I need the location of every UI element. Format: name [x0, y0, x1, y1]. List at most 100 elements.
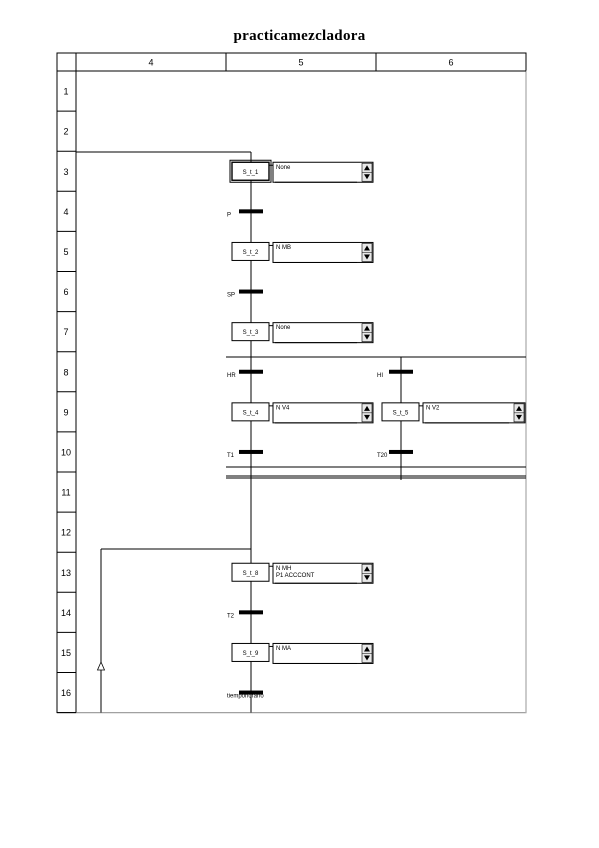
scroll-up-icon[interactable] [364, 165, 370, 171]
action-text: N V4 [276, 405, 290, 411]
action-scroll-control[interactable] [361, 243, 373, 262]
step-label: S_t_4 [243, 410, 259, 416]
transition-HI[interactable]: HI [377, 369, 413, 379]
scroll-down-icon[interactable] [364, 174, 370, 180]
transition-SP[interactable]: SP [227, 289, 263, 299]
step-S_t_5[interactable]: S_t_5 N V2 [381, 402, 526, 424]
step-label: S_t_9 [243, 651, 259, 657]
action-scroll-control[interactable] [361, 563, 373, 583]
step-S_t_9[interactable]: S_t_9 N MA [231, 642, 374, 664]
action-scroll-control[interactable] [361, 323, 373, 342]
scroll-up-icon[interactable] [364, 405, 370, 411]
transition-label: T2 [227, 613, 235, 619]
transition-bar [239, 449, 263, 454]
row-number-7: 7 [63, 327, 68, 337]
action-scroll-control[interactable] [361, 403, 373, 423]
action-scroll-control[interactable] [361, 644, 373, 663]
row-number-8: 8 [63, 367, 68, 377]
step-label: S_t_5 [393, 410, 409, 416]
step-S_t_1[interactable]: S_t_1 None [229, 159, 374, 183]
scroll-up-icon[interactable] [364, 325, 370, 331]
row-number-12: 12 [61, 528, 71, 538]
column-header-4: 4 [148, 58, 153, 68]
loop-two-arrow [96, 661, 106, 671]
transition-label: tiempohorario [227, 694, 264, 700]
step-S_t_2[interactable]: S_t_2 N MB [231, 241, 374, 263]
transition-bar [389, 369, 413, 374]
step-label: S_t_2 [243, 250, 259, 256]
action-text: N MA [276, 646, 291, 652]
column-header-6: 6 [448, 58, 453, 68]
page-title: practicamezcladora [233, 28, 366, 44]
transition-bar [239, 690, 263, 695]
row-number-9: 9 [63, 407, 68, 417]
row-number-5: 5 [63, 247, 68, 257]
row-number-14: 14 [61, 608, 71, 618]
row-number-4: 4 [63, 207, 68, 217]
transition-bar [239, 610, 263, 615]
row-number-1: 1 [63, 87, 68, 97]
transition-P[interactable]: P [227, 209, 263, 218]
scroll-down-icon[interactable] [364, 575, 370, 581]
transition-label: P [227, 212, 231, 218]
transition-tiempohorario[interactable]: tiempohorario [227, 690, 264, 700]
action-scroll-control[interactable] [513, 403, 525, 423]
scroll-up-icon[interactable] [516, 405, 522, 411]
transition-T2[interactable]: T2 [227, 610, 263, 619]
transition-bar [239, 369, 263, 374]
row-number-16: 16 [61, 688, 71, 698]
step-box [231, 562, 270, 582]
row-number-13: 13 [61, 568, 71, 578]
scroll-down-icon[interactable] [364, 334, 370, 340]
row-number-2: 2 [63, 127, 68, 137]
transition-bar [389, 449, 413, 454]
action-text: N V2 [426, 405, 440, 411]
scroll-down-icon[interactable] [364, 655, 370, 661]
action-scroll-control[interactable] [361, 162, 373, 182]
step-label: S_t_3 [243, 330, 259, 336]
transition-label: T20 [377, 453, 388, 459]
transition-HR[interactable]: HR [227, 369, 263, 379]
transition-bar [239, 289, 263, 294]
step-box [231, 322, 270, 342]
step-label: S_t_8 [243, 571, 259, 577]
transition-T20[interactable]: T20 [377, 449, 413, 459]
row-number-11: 11 [61, 488, 70, 498]
step-box [231, 241, 270, 261]
transition-label: SP [227, 293, 235, 299]
scroll-up-icon[interactable] [364, 245, 370, 251]
action-text: P1 ACCCONT [276, 573, 315, 579]
step-box [231, 402, 270, 422]
transition-label: HR [227, 373, 236, 379]
action-text: None [276, 325, 291, 331]
step-label: S_t_1 [243, 170, 259, 176]
step-box [231, 161, 270, 181]
scroll-down-icon[interactable] [364, 254, 370, 260]
step-S_t_3[interactable]: S_t_3 None [231, 322, 374, 344]
transition-label: T1 [227, 453, 235, 459]
row-number-15: 15 [61, 648, 71, 658]
initial-step-outer [229, 159, 272, 183]
transition-T1[interactable]: T1 [227, 449, 263, 459]
transition-bar [239, 209, 263, 214]
column-header-5: 5 [298, 58, 303, 68]
scroll-up-icon[interactable] [364, 646, 370, 652]
action-text: N MH [276, 566, 291, 572]
scroll-up-icon[interactable] [364, 566, 370, 572]
action-text: N MB [276, 245, 291, 251]
step-box [381, 402, 420, 422]
row-number-10: 10 [61, 447, 71, 457]
links [76, 151, 526, 713]
step-S_t_4[interactable]: S_t_4 N V4 [231, 402, 374, 424]
row-number-6: 6 [63, 287, 68, 297]
step-box [231, 642, 270, 662]
scroll-down-icon[interactable] [516, 414, 522, 420]
transition-label: HI [377, 373, 383, 379]
scroll-down-icon[interactable] [364, 414, 370, 420]
action-text: None [276, 165, 291, 171]
row-number-3: 3 [63, 167, 68, 177]
